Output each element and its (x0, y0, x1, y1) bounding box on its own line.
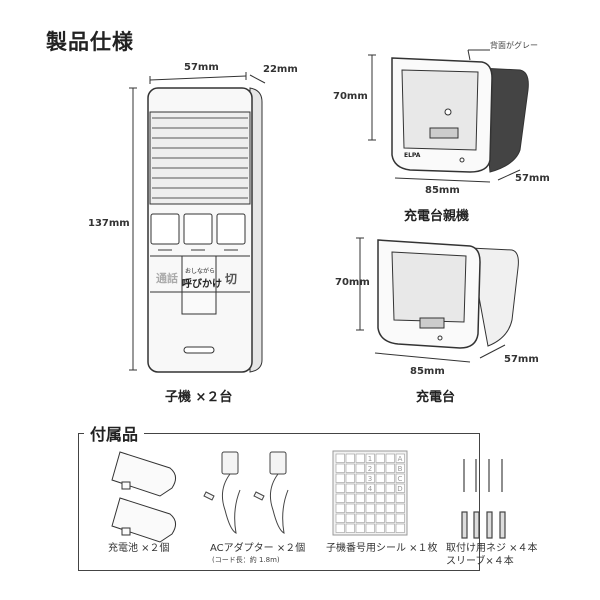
sticker-letter: A (398, 455, 403, 463)
sticker-cell (385, 453, 395, 463)
battery-caption: 充電池 ×２個 (108, 543, 170, 554)
sticker-cell (395, 453, 405, 463)
parent-charger-height-label: 70mm (333, 91, 368, 102)
sticker-cell (375, 473, 385, 483)
sticker-number: 4 (368, 485, 373, 493)
sticker-cell (335, 503, 345, 513)
sticker-cell (395, 493, 405, 503)
handset-width-label: 57mm (184, 62, 219, 73)
sleeve-caption: スリーブ×４本 (446, 556, 514, 567)
sticker-cell (395, 503, 405, 513)
sticker-cell (385, 463, 395, 473)
sticker-cell (395, 473, 405, 483)
sticker-letter: D (397, 485, 402, 493)
sticker-cell (375, 483, 385, 493)
sticker-cell (385, 523, 395, 533)
sticker-number: 2 (368, 465, 372, 473)
sticker-cell (345, 453, 355, 463)
sticker-cell (345, 483, 355, 493)
accessories-box (78, 433, 480, 571)
sticker-cell (335, 453, 345, 463)
parent-charger-depth-label: 57mm (515, 173, 550, 184)
sticker-cell (365, 503, 375, 513)
back-gray-note: 背面がグレー (490, 41, 538, 50)
sticker-cell (385, 513, 395, 523)
handset-height-label: 137mm (88, 218, 130, 229)
sticker-caption: 子機番号用シール ×１枚 (326, 543, 438, 554)
sticker-cell (375, 523, 385, 533)
handset-depth-label: 22mm (263, 64, 298, 75)
sticker-number: 3 (368, 475, 372, 483)
handset-caption: 子機 ×２台 (165, 390, 233, 405)
off-button-label: 切 (225, 272, 238, 286)
page-title: 製品仕様 (46, 30, 134, 54)
sticker-cell (335, 463, 345, 473)
sticker-letter: B (398, 465, 403, 473)
screw-caption: 取付け用ネジ ×４本 (446, 543, 538, 554)
sticker-cell (355, 493, 365, 503)
sticker-cell (385, 503, 395, 513)
sticker-cell (385, 483, 395, 493)
sticker-cell (375, 493, 385, 503)
sticker-cell (355, 483, 365, 493)
sticker-cell (355, 513, 365, 523)
cord-length-note: (コード長：約 1.8m) (212, 556, 280, 564)
talk-button-label: 通話 (156, 272, 178, 285)
sticker-cell (365, 463, 375, 473)
ac-adapter-caption: ACアダプター ×２個 (210, 543, 306, 554)
sticker-cell (375, 463, 385, 473)
sticker-cell (335, 483, 345, 493)
sticker-cell (365, 513, 375, 523)
sticker-cell (335, 473, 345, 483)
sticker-cell (335, 493, 345, 503)
sticker-cell (345, 493, 355, 503)
sticker-number: 1 (368, 455, 372, 463)
parent-charger-caption: 充電台親機 (404, 209, 470, 224)
charger-depth-label: 57mm (504, 354, 539, 365)
charger-width-label: 85mm (410, 366, 445, 377)
sticker-cell (355, 463, 365, 473)
sticker-cell (355, 503, 365, 513)
charger-caption: 充電台 (416, 390, 456, 405)
call-button-sublabel: おしながら (185, 268, 216, 275)
sticker-cell (355, 523, 365, 533)
sticker-cell (345, 523, 355, 533)
sticker-cell (395, 483, 405, 493)
sticker-cell (395, 463, 405, 473)
sticker-cell (375, 503, 385, 513)
sticker-cell (355, 473, 365, 483)
charger-height-label: 70mm (335, 277, 370, 288)
sticker-cell (345, 503, 355, 513)
sticker-cell (365, 493, 375, 503)
sticker-cell (345, 463, 355, 473)
sticker-cell (385, 473, 395, 483)
sticker-letter: C (398, 475, 403, 483)
call-button-label: 呼びかけ (182, 279, 222, 290)
brand-logo: ELPA (404, 152, 421, 159)
sticker-cell (385, 493, 395, 503)
sticker-cell (345, 473, 355, 483)
sticker-cell (365, 523, 375, 533)
sticker-cell (375, 513, 385, 523)
sticker-cell (365, 483, 375, 493)
sticker-cell (365, 473, 375, 483)
accessories-title: 付属品 (84, 421, 145, 445)
sticker-cell (335, 513, 345, 523)
sticker-cell (365, 453, 375, 463)
sticker-cell (375, 453, 385, 463)
sticker-cell (355, 453, 365, 463)
parent-charger-width-label: 85mm (425, 185, 460, 196)
sticker-cell (345, 513, 355, 523)
sticker-cell (395, 523, 405, 533)
sticker-cell (335, 523, 345, 533)
sticker-cell (395, 513, 405, 523)
